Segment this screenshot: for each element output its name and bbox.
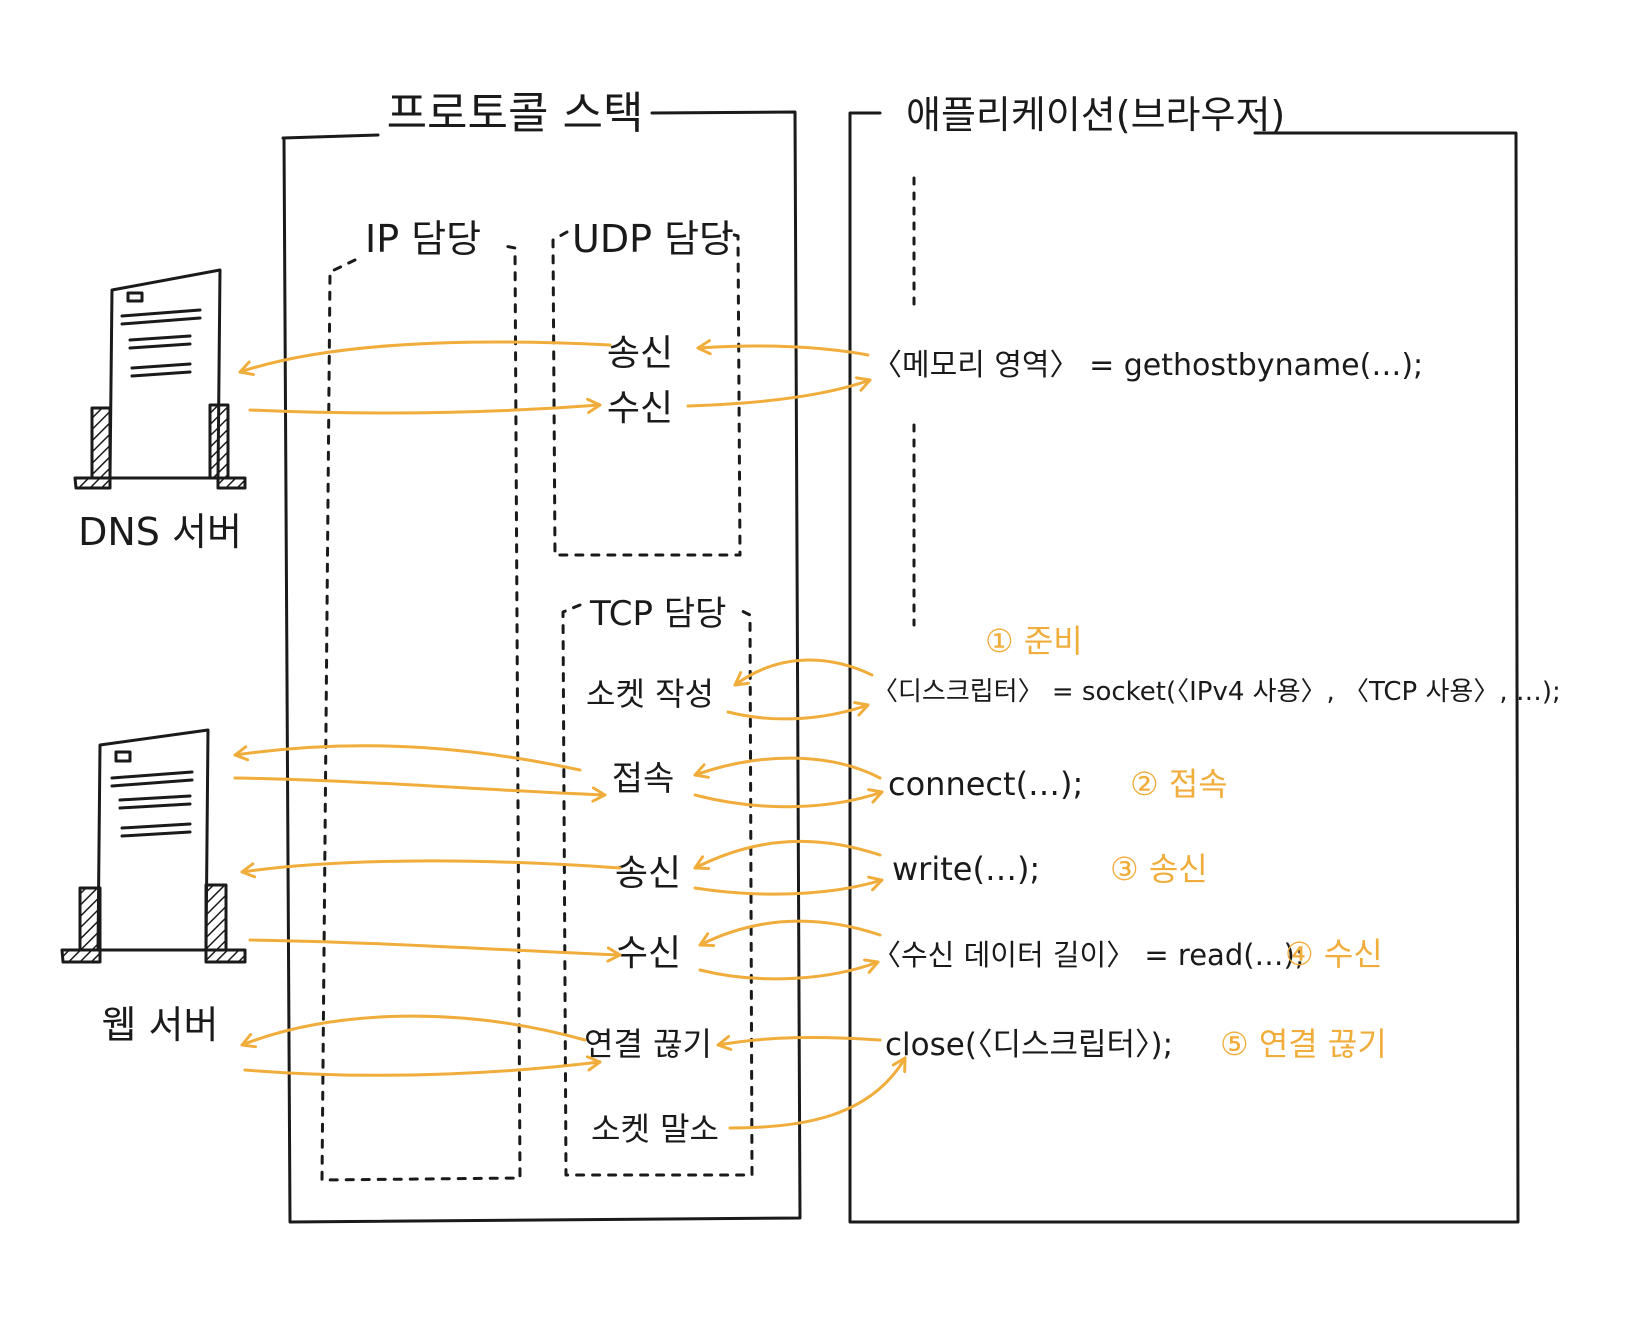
ip-label: IP 담당: [365, 217, 481, 261]
step-prepare: ① 준비: [985, 622, 1083, 660]
udp-block: [551, 230, 742, 557]
tcp-delete-label: 소켓 말소: [591, 1110, 719, 1148]
step-recv: ④ 수신: [1285, 935, 1383, 973]
arrow-send-loop-back: [693, 880, 884, 896]
call-read: 〈수신 데이터 길이〉 = read(…);: [872, 938, 1305, 972]
step-disconnect: ⑤ 연결 끊기: [1220, 1025, 1387, 1063]
application-box: [848, 111, 1520, 1224]
arrow-socket-delete-to-close: [728, 1056, 907, 1130]
arrow-app-to-recv: [698, 919, 882, 945]
web-server-label: 웹 서버: [102, 1003, 219, 1047]
call-gethostbyname: 〈메모리 영역〉 = gethostbyname(…);: [872, 348, 1423, 383]
arrow-app-to-socket-create: [733, 658, 874, 687]
application-title: 애플리케이션(브라우저): [906, 93, 1285, 137]
arrow-app-to-send: [693, 839, 882, 868]
flow-arrows: [233, 340, 907, 1130]
tcp-send-label: 송신: [615, 853, 681, 894]
arrow-web-to-recv: [248, 938, 622, 955]
protocol-stack-box: [281, 110, 802, 1224]
tcp-disconnect-label: 연결 끊기: [584, 1025, 712, 1063]
tcp-recv-label: 수신: [615, 933, 681, 974]
tcp-create-label: 소켓 작성: [586, 675, 714, 713]
arrow-web-to-connect: [233, 776, 607, 795]
call-close: close(〈디스크립터〉);: [885, 1027, 1173, 1063]
call-socket: 〈디스크립터〉 = socket(〈IPv4 사용〉, 〈TCP 사용〉, …)…: [872, 677, 1561, 707]
web-server-icon: [60, 728, 247, 964]
call-connect: connect(…);: [888, 765, 1083, 803]
arrow-app-to-connect: [693, 756, 882, 780]
arrow-connect-to-app: [693, 792, 884, 809]
arrow-udp-recv-to-app: [686, 380, 872, 408]
arrow-socket-create-to-app: [726, 705, 870, 721]
dns-server-label: DNS 서버: [78, 510, 242, 554]
dns-server-icon: [73, 268, 247, 490]
call-write: write(…);: [892, 850, 1040, 888]
step-send: ③ 송신: [1110, 850, 1208, 888]
arrow-web-to-disconnect: [243, 1062, 602, 1077]
udp-label: UDP 담당: [572, 217, 734, 261]
arrow-recv-to-app: [698, 962, 880, 981]
step-connect: ② 접속: [1130, 765, 1228, 803]
ip-block: [320, 244, 522, 1182]
tcp-label: TCP 담당: [589, 594, 726, 634]
udp-recv-label: 수신: [607, 388, 673, 429]
arrow-connect-to-web: [233, 744, 582, 772]
udp-send-label: 송신: [607, 333, 673, 374]
arrow-disconnect-to-web: [240, 1014, 587, 1045]
arrow-dns-to-udp-recv: [248, 405, 602, 415]
arrow-udp-send-to-dns: [238, 340, 612, 372]
arrow-app-to-udp-send: [696, 346, 870, 357]
tcp-block: [561, 603, 754, 1177]
tcp-connect-label: 접속: [612, 759, 675, 799]
arrow-close-to-disconnect: [716, 1037, 882, 1045]
arrow-send-to-web: [240, 859, 622, 872]
protocol-stack-title: 프로토콜 스택: [387, 88, 644, 139]
